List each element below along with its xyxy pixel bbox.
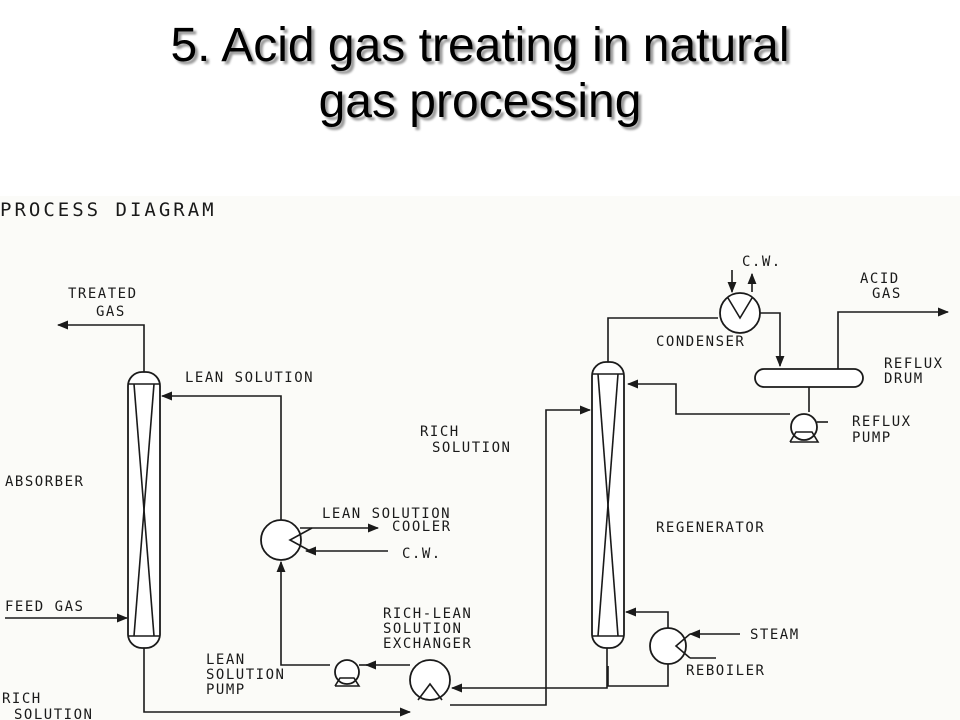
rich-solution-to-regenerator-line — [450, 405, 592, 706]
label-feed-gas: FEED GAS — [5, 599, 84, 615]
label-cooler-2: COOLER — [392, 519, 452, 535]
label-lean-pump-3: PUMP — [206, 682, 246, 698]
regenerator-column — [591, 361, 625, 649]
treated-gas-line — [56, 320, 145, 372]
condenser-to-drum-line — [760, 312, 785, 368]
label-acid-gas-1: ACID — [860, 271, 900, 287]
diagram-heading: PROCESS DIAGRAM — [0, 199, 217, 221]
reflux-return-line — [626, 379, 790, 415]
label-rich-bottom-1: RICH — [2, 691, 42, 707]
title-line-1: 5. Acid gas treating in natural — [170, 19, 790, 72]
label-regenerator: REGENERATOR — [656, 520, 765, 536]
absorber-column — [127, 371, 161, 649]
lean-solution-line — [160, 391, 282, 520]
label-acid-gas-2: GAS — [872, 286, 902, 302]
reboiler-feed-line — [607, 664, 669, 687]
label-treated-gas-2: GAS — [96, 304, 126, 320]
lean-solution-pump — [334, 659, 368, 687]
label-reflux-pump-1: REFLUX — [852, 414, 912, 430]
title-line-2: gas processing — [318, 75, 642, 128]
label-reflux-drum-2: DRUM — [884, 371, 924, 387]
overhead-vapor-line — [607, 317, 718, 362]
label-condenser: CONDENSER — [656, 334, 745, 350]
reboiler-vapor-return — [624, 607, 669, 628]
label-rich-bottom-2: SOLUTION — [14, 707, 93, 720]
reflux-drum — [754, 368, 864, 388]
lean-pump-outlet-line — [276, 560, 330, 666]
condenser — [719, 292, 761, 334]
label-cw-cooler: C.W. — [402, 546, 442, 562]
label-cw-condenser: C.W. — [742, 254, 782, 270]
label-rich-mid-2: SOLUTION — [432, 440, 511, 456]
label-absorber: ABSORBER — [5, 474, 84, 490]
slide-title: 5. Acid gas treating in natural gas proc… — [0, 18, 960, 130]
label-reboiler: REBOILER — [686, 663, 765, 679]
label-exchanger-3: EXCHANGER — [383, 636, 472, 652]
label-reflux-pump-2: PUMP — [852, 430, 892, 446]
label-lean-solution: LEAN SOLUTION — [185, 370, 314, 386]
label-treated-gas-1: TREATED — [68, 286, 138, 302]
label-cooler-1: LEAN SOLUTION — [322, 506, 451, 522]
reboiler — [649, 627, 691, 665]
label-exchanger-2: SOLUTION — [383, 621, 462, 637]
reflux-pump — [789, 413, 828, 443]
acid-gas-line — [837, 307, 950, 369]
label-steam: STEAM — [750, 627, 800, 643]
label-rich-mid-1: RICH — [420, 424, 460, 440]
rich-solution-bottom-line — [143, 648, 412, 717]
label-lean-pump-1: LEAN — [206, 652, 246, 668]
rich-lean-exchanger — [409, 659, 451, 701]
label-reflux-drum-1: REFLUX — [884, 356, 944, 372]
regenerator-lean-outlet-line — [450, 648, 608, 693]
label-lean-pump-2: SOLUTION — [206, 667, 285, 683]
label-exchanger-1: RICH-LEAN — [383, 606, 472, 622]
lean-solution-cooler — [260, 519, 388, 561]
